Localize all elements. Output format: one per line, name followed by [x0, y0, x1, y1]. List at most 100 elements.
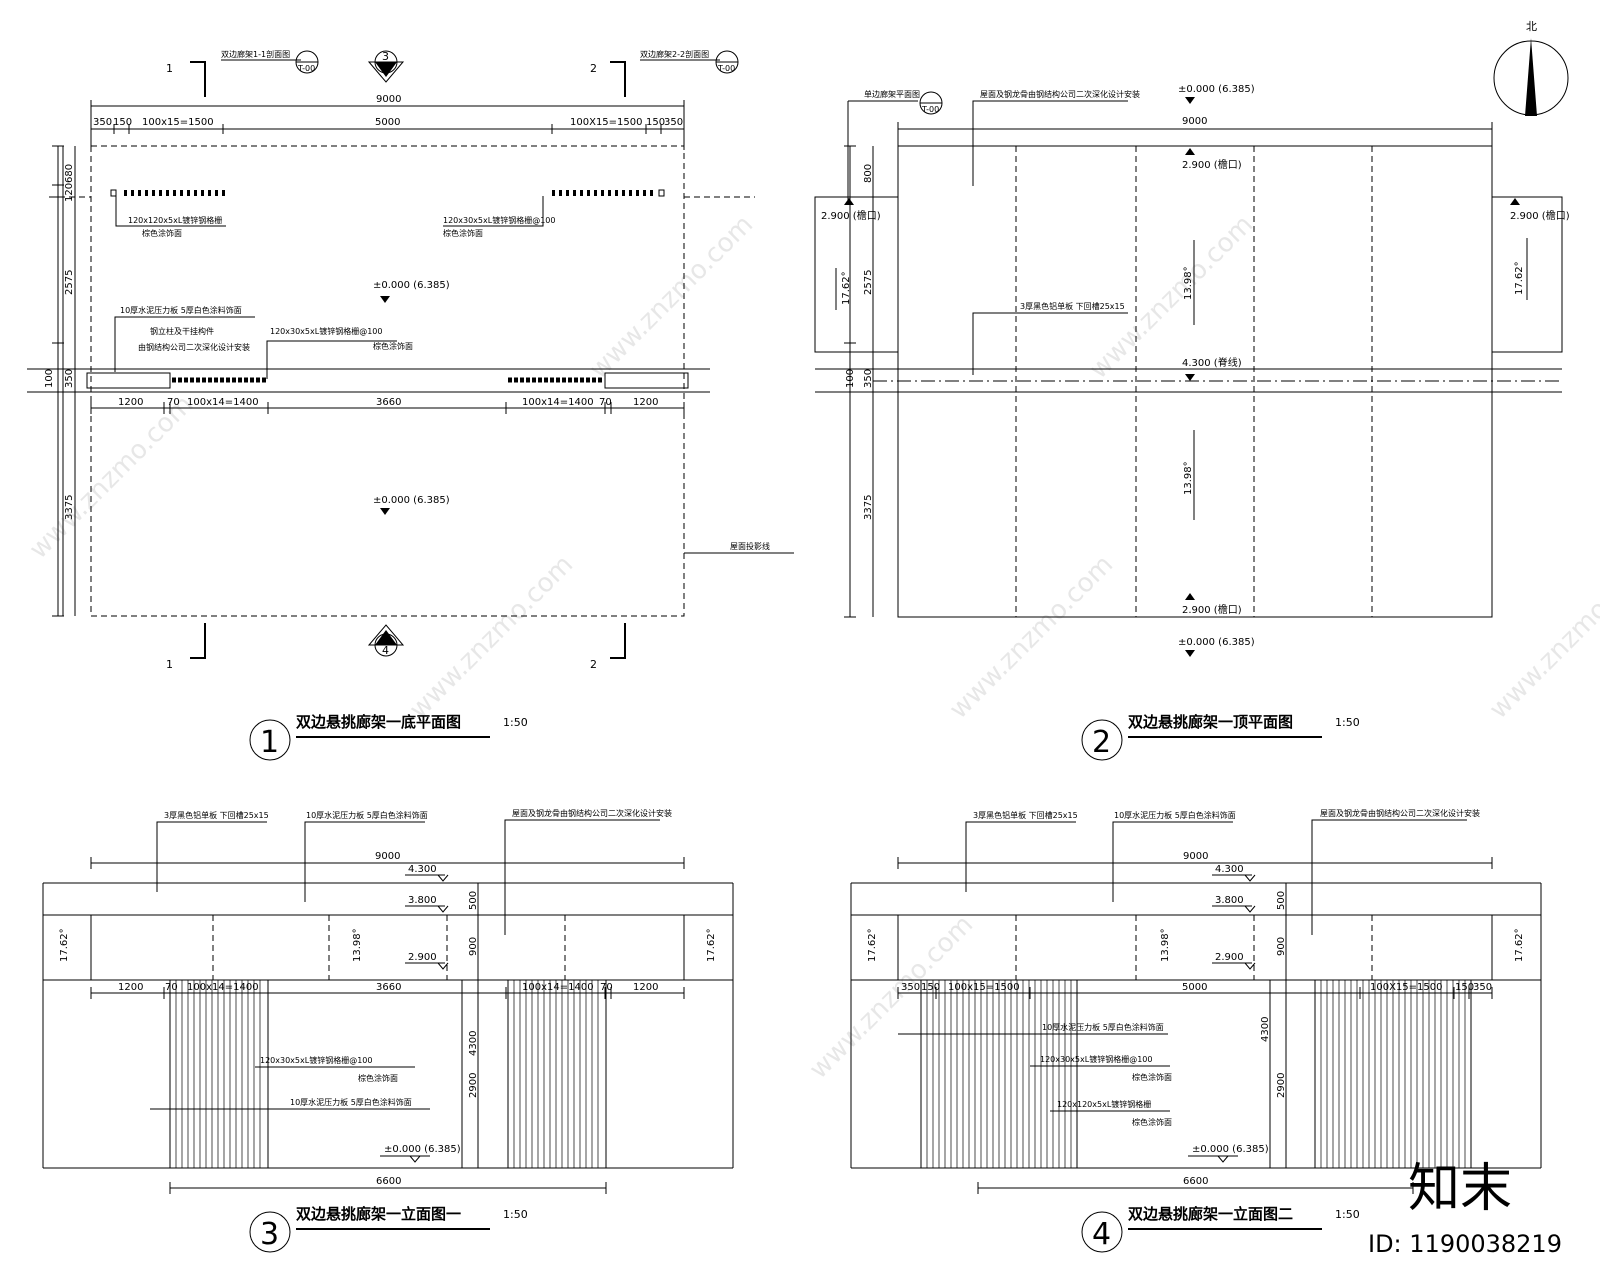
dim-label: 100x14=1400 [187, 982, 259, 993]
elevation-ref-bottom: 4 [367, 624, 405, 657]
slope-label: 17.62° [841, 271, 852, 305]
level-mark: ±0.000 (6.385) [384, 1144, 461, 1155]
annotation: 10厚水泥压力板 5厚白色涂料饰面 [306, 810, 428, 820]
dim-label: 70 [167, 397, 180, 408]
dim-label: 1200 [118, 397, 143, 408]
annotation: 10厚水泥压力板 5厚白色涂料饰面 [290, 1097, 412, 1107]
dim-total: 9000 [376, 94, 401, 105]
level-mark: 4.300 [1215, 864, 1244, 875]
annotation: 棕色涂饰面 [443, 228, 483, 238]
slope-label: 13.98° [1160, 928, 1171, 962]
dim-label: 1200 [118, 982, 143, 993]
annotation: 3厚黑色铝单板 下回槽25x15 [973, 810, 1078, 820]
brand-watermark: 知末 [1408, 1159, 1512, 1219]
svg-text:4: 4 [382, 644, 389, 657]
dim-label: 350 [93, 117, 112, 128]
section-reference: 双边廊架1-1剖面图 [221, 49, 290, 59]
annotation: 120x30x5xL镀锌钢格栅@100 [260, 1055, 372, 1065]
dim-label: 100x14=1400 [187, 397, 259, 408]
svg-text:3: 3 [382, 50, 389, 63]
dim-total: 9000 [375, 851, 400, 862]
watermark-text: www.znzmo.com [584, 210, 759, 385]
drawing-title: 双边悬挑廊架一顶平面图 [1128, 713, 1293, 731]
dim-label: 6600 [376, 1176, 401, 1187]
dim-label: 100x15=1500 [142, 117, 214, 128]
dim-label: 350 [1473, 982, 1492, 993]
sheet-ref: T-00 [717, 64, 735, 73]
dim-label: 120 [64, 183, 75, 202]
watermark-text: www.znzmo.com [804, 910, 979, 1085]
cut-tag: 2 [590, 658, 597, 671]
dim-label: 70 [165, 982, 178, 993]
level-mark: ±0.000 (6.385) [1178, 84, 1255, 95]
dim-label: 5000 [375, 117, 400, 128]
watermark-text: www.znzmo.com [404, 550, 579, 725]
annotation: 由钢结构公司二次深化设计安装 [138, 342, 250, 352]
level-mark: ±0.000 (6.385) [1178, 637, 1255, 648]
dim-label: 100x14=1400 [522, 397, 594, 408]
dim-label: 350 [863, 369, 874, 388]
watermark-text: www.znzmo.com [944, 550, 1119, 725]
annotation: 10厚水泥压力板 5厚白色涂料饰面 [1114, 810, 1236, 820]
eave-level: 2.900 (檐口) [1182, 603, 1242, 616]
slope-label: 17.62° [59, 928, 70, 962]
plan-bottom-view: 9000 350 150 100x15=1500 5000 100X15=150… [27, 49, 794, 761]
dim-label: 4300 [1260, 1017, 1271, 1042]
annotation: 棕色涂饰面 [373, 341, 413, 351]
annotation: 屋面及钢龙骨由钢结构公司二次深化设计安装 [1320, 808, 1480, 818]
dim-label: 150 [921, 982, 940, 993]
dim-label: 3375 [64, 495, 75, 520]
dim-label: 900 [1276, 937, 1287, 956]
dim-label: 6600 [1183, 1176, 1208, 1187]
drawing-scale: 1:50 [503, 1208, 528, 1221]
annotation: 10厚水泥压力板 5厚白色涂料饰面 [120, 305, 242, 315]
drawing-scale: 1:50 [1335, 716, 1360, 729]
slope-label: 17.62° [1514, 261, 1525, 295]
dim-label: 800 [863, 164, 874, 183]
cut-tag: 1 [166, 62, 173, 75]
dim-label: 3660 [376, 982, 401, 993]
slope-label: 17.62° [706, 928, 717, 962]
dim-label: 70 [600, 982, 613, 993]
drawing-number: 2 [1092, 725, 1111, 760]
annotation: 10厚水泥压力板 5厚白色涂料饰面 [1042, 1022, 1164, 1032]
annotation: 120x120x5xL镀锌钢格栅 [1057, 1099, 1151, 1109]
dim-label: 500 [468, 891, 479, 910]
level-mark: 3.800 [408, 895, 437, 906]
dim-label: 150 [646, 117, 665, 128]
section-reference: 双边廊架2-2剖面图 [640, 49, 709, 59]
drawing-title: 双边悬挑廊架一立面图一 [296, 1205, 461, 1223]
annotation: 屋面及钢龙骨由钢结构公司二次深化设计安装 [512, 808, 672, 818]
level-mark: 2.900 [408, 952, 437, 963]
sheet-ref: T-00 [921, 105, 939, 114]
dim-label: 2575 [64, 270, 75, 295]
elevation-one-view: 9000 1200 70 100x14=1400 3660 100x14=140… [42, 808, 734, 1253]
ridge-level: 4.300 (脊线) [1182, 356, 1242, 369]
eave-level: 2.900 (檐口) [821, 209, 881, 222]
drawing-title: 双边悬挑廊架一底平面图 [296, 713, 461, 731]
dim-label: 150 [1455, 982, 1474, 993]
dim-label: 680 [64, 164, 75, 183]
dim-label: 100x15=1500 [948, 982, 1020, 993]
annotation: 钢立柱及干挂构件 [150, 326, 214, 336]
dim-label: 900 [468, 937, 479, 956]
drawing-number: 1 [260, 725, 279, 760]
plan-reference: 单边廊架平面图 [864, 89, 920, 99]
drawing-number: 4 [1092, 1217, 1111, 1252]
sheet-ref: T-00 [297, 64, 315, 73]
north-label: 北 [1526, 20, 1537, 33]
annotation: 屋面及钢龙骨由钢结构公司二次深化设计安装 [980, 89, 1140, 99]
dim-label: 4300 [468, 1031, 479, 1056]
dim-label: 350 [901, 982, 920, 993]
level-mark: 2.900 [1215, 952, 1244, 963]
dim-label: 1200 [633, 982, 658, 993]
north-arrow: 北 [1493, 20, 1569, 116]
slope-label: 13.98° [1183, 266, 1194, 300]
dim-total: 9000 [1182, 116, 1207, 127]
dim-label: 70 [599, 397, 612, 408]
dim-label: 5000 [1182, 982, 1207, 993]
dim-label: 150 [113, 117, 132, 128]
cut-tag: 2 [590, 62, 597, 75]
annotation: 棕色涂饰面 [1132, 1117, 1172, 1127]
